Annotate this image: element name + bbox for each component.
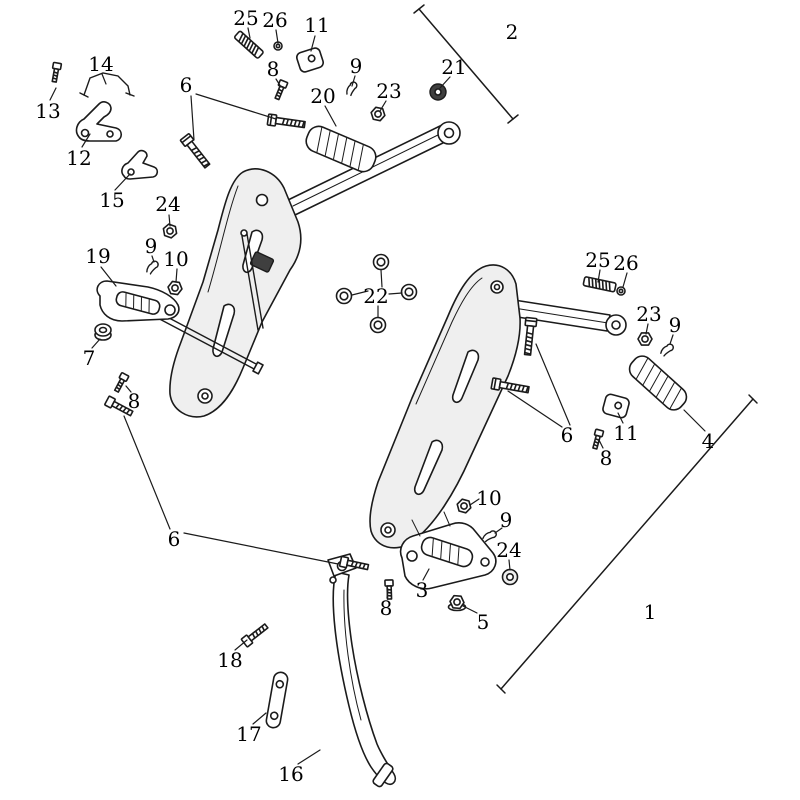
pin-9-top [345, 80, 358, 97]
callout-5: 5 [476, 610, 490, 634]
nut-7 [94, 323, 112, 341]
callout-24-bottom: 24 [496, 538, 522, 562]
pin-13 [49, 61, 63, 84]
callout-2: 2 [505, 20, 519, 44]
callout-24-left: 24 [155, 192, 181, 216]
lever-15 [121, 149, 159, 180]
callout-6-right: 6 [560, 423, 574, 447]
bolt-8-left [112, 371, 130, 394]
callout-19: 19 [85, 244, 111, 268]
rear-footpeg [628, 355, 688, 411]
callout-23-right: 23 [636, 302, 662, 326]
callout-6-top: 6 [179, 73, 193, 97]
callout-25-top: 25 [233, 6, 259, 30]
callout-13: 13 [35, 99, 61, 123]
bushing-22-c [400, 283, 418, 301]
left-bracket-plate [169, 168, 302, 418]
bushing-22-d [369, 316, 387, 334]
nut-10-left [166, 280, 184, 296]
pin-9-right [659, 341, 676, 359]
callout-14: 14 [88, 52, 114, 76]
nut-5 [447, 594, 467, 612]
bolt-18 [240, 621, 271, 648]
side-stand [327, 553, 397, 788]
callout-9-left: 9 [144, 234, 158, 258]
callout-15: 15 [99, 188, 125, 212]
left-bracket-stop-block [249, 251, 275, 273]
nut-24-bottom [501, 568, 519, 586]
callout-10-bottom: 10 [476, 486, 502, 510]
callout-22: 22 [363, 284, 389, 308]
callout-21: 21 [441, 55, 467, 79]
bushing-22-a [372, 253, 390, 271]
bolt-6-upper-a [266, 113, 307, 131]
callout-10-left: 10 [163, 247, 189, 271]
callout-9-top: 9 [349, 54, 363, 78]
callout-6-bottom: 6 [167, 527, 181, 551]
footpeg-bracket-3 [399, 511, 497, 590]
callout-12: 12 [66, 146, 92, 170]
callout-26-right: 26 [613, 251, 639, 275]
callout-leader-lines [49, 27, 706, 765]
left-bracket-link-rods [147, 229, 264, 375]
grommet-21 [429, 83, 447, 101]
pin-9-left [145, 259, 160, 276]
callout-9-bottom: 9 [499, 508, 513, 532]
nut-10-bottom [454, 497, 474, 515]
callout-16: 16 [278, 762, 304, 786]
left-footrest-bracket [147, 121, 461, 418]
callout-11-right: 11 [613, 421, 639, 445]
link-14 [79, 72, 135, 98]
bolt-6-right-a [521, 316, 538, 357]
spring-25-right [582, 275, 618, 293]
bolt-8-top [272, 78, 289, 102]
bracket-17 [265, 671, 289, 729]
callout-8-bottom: 8 [379, 596, 393, 620]
side-stand-foot [372, 762, 394, 788]
callout-17: 17 [236, 722, 262, 746]
lever-12 [75, 101, 123, 142]
callout-9-right: 9 [668, 313, 682, 337]
nut-23-right [637, 332, 653, 346]
callout-1: 1 [643, 600, 657, 624]
callout-11-top: 11 [304, 13, 330, 37]
callout-8-left: 8 [127, 389, 141, 413]
callout-26-top: 26 [262, 8, 288, 32]
front-footpeg [305, 125, 377, 173]
callout-8-right: 8 [599, 446, 613, 470]
group-line-1 [496, 394, 758, 694]
washer-26-right [616, 286, 626, 296]
group-line-2 [413, 4, 519, 124]
mount-plate-11-right [601, 392, 631, 420]
callout-8-top: 8 [266, 57, 280, 81]
callout-18: 18 [217, 648, 243, 672]
mount-plate-11-top [294, 45, 326, 75]
callout-4: 4 [701, 429, 715, 453]
bolt-6-upper-b [179, 132, 213, 171]
nut-23-top [369, 105, 387, 123]
callout-20: 20 [310, 84, 336, 108]
callout-7: 7 [82, 346, 96, 370]
callout-3: 3 [415, 578, 429, 602]
callout-23-top: 23 [376, 79, 402, 103]
bushing-22-b [335, 287, 353, 305]
footpeg-bracket-19 [96, 280, 180, 322]
callout-25-right: 25 [585, 248, 611, 272]
